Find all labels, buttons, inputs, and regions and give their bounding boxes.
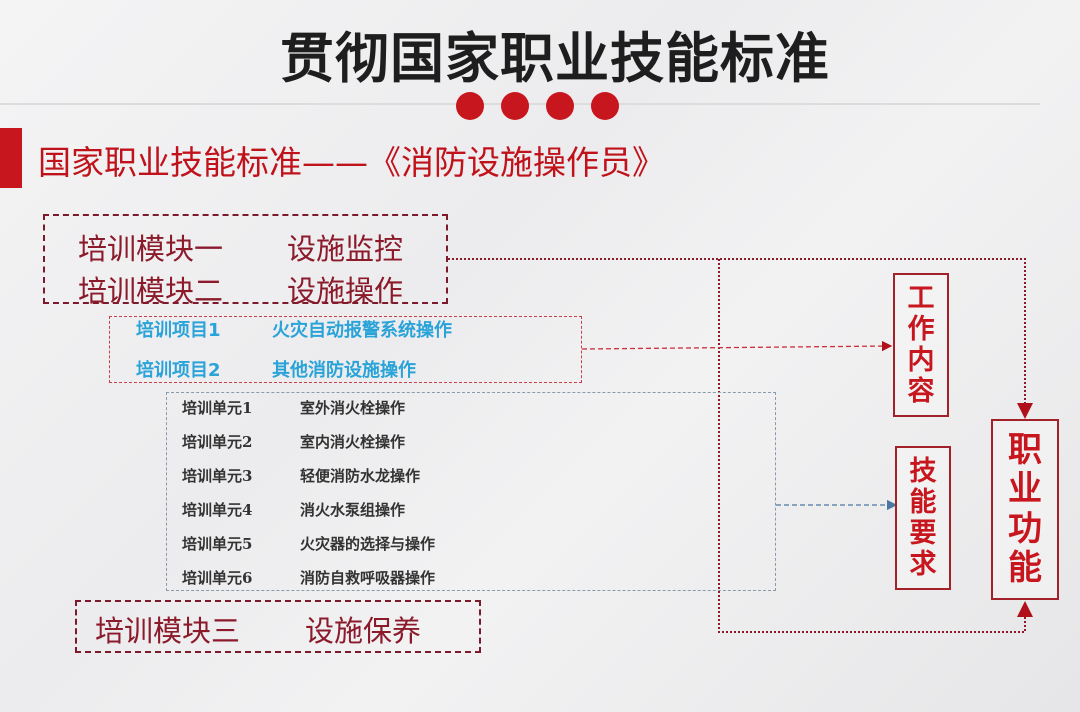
unit-value: 消防自救呼吸器操作: [300, 569, 436, 587]
slide-title: 贯彻国家职业技能标准: [280, 27, 830, 90]
module-to-function-line: [448, 258, 1033, 419]
unit-value: 室外消火栓操作: [300, 399, 406, 417]
decor-dot: [501, 92, 529, 120]
module-label: 培训模块一: [78, 232, 224, 266]
skill-requirements-char: 能: [909, 486, 937, 518]
project-group-box: [109, 316, 582, 383]
skill-requirements-box: 技 能 要 求: [895, 446, 951, 590]
unit-label: 培训单元2: [182, 433, 253, 451]
module-value: 设施保养: [305, 614, 422, 648]
unit-label: 培训单元6: [182, 569, 253, 587]
unit-group-box: [166, 392, 776, 591]
decor-dot: [546, 92, 574, 120]
work-content-char: 容: [907, 376, 935, 408]
unit-label: 培训单元3: [182, 467, 253, 485]
skill-requirements-char: 要: [909, 518, 937, 549]
unit-label: 培训单元1: [182, 399, 253, 417]
job-function-char: 职: [1008, 430, 1042, 471]
project-label: 培训项目2: [136, 360, 221, 381]
decor-dot: [456, 92, 484, 120]
subtitle: 国家职业技能标准——《消防设施操作员》: [38, 143, 665, 182]
work-content-char: 工: [907, 282, 935, 314]
unit-label: 培训单元5: [182, 535, 253, 553]
project-value: 火灾自动报警系统操作: [272, 320, 452, 341]
module-group-box: [43, 214, 448, 304]
job-function-char: 能: [1008, 547, 1042, 588]
job-function-box: 职 业 功 能: [991, 419, 1059, 600]
subtitle-accent-bar: [0, 128, 22, 188]
module-to-function-line-lower: [718, 259, 1033, 633]
project-label: 培训项目1: [136, 320, 221, 341]
work-content-char: 作: [907, 313, 935, 345]
unit-value: 火灾器的选择与操作: [300, 535, 436, 553]
job-function-char: 功: [1008, 508, 1042, 549]
unit-value: 轻便消防水龙操作: [300, 467, 421, 485]
job-function-char: 业: [1008, 469, 1042, 510]
project-to-work-arrow: [581, 340, 893, 352]
module-label: 培训模块三: [95, 614, 241, 648]
work-content-box: 工 作 内 容: [893, 273, 949, 417]
decor-dot: [591, 92, 619, 120]
module-label: 培训模块二: [78, 274, 224, 308]
module-value: 设施监控: [287, 232, 404, 266]
unit-value: 室内消火栓操作: [300, 433, 406, 451]
module-value: 设施操作: [287, 274, 404, 308]
skill-requirements-char: 技: [909, 455, 937, 487]
unit-value: 消火水泵组操作: [300, 501, 406, 519]
project-value: 其他消防设施操作: [272, 360, 416, 381]
work-content-char: 内: [907, 345, 935, 376]
module-three-box: [75, 600, 481, 653]
skill-requirements-char: 求: [909, 549, 937, 581]
unit-label: 培训单元4: [182, 501, 253, 519]
